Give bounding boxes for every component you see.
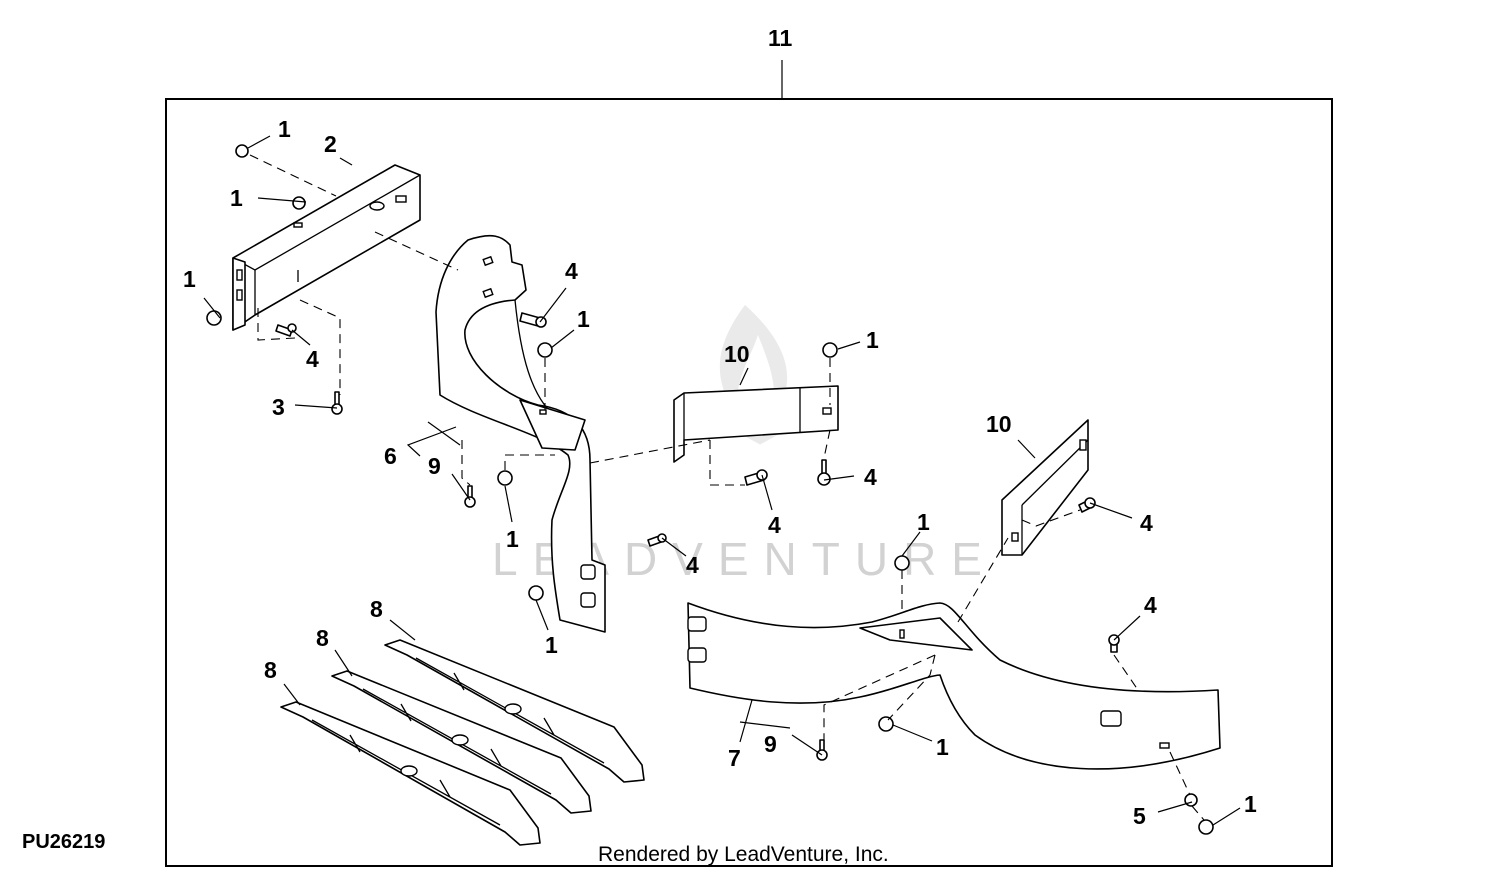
callout-8: 8 <box>316 625 329 651</box>
callout-1: 1 <box>278 116 291 142</box>
credit-text: Rendered by LeadVenture, Inc. <box>598 843 889 866</box>
callout-4: 4 <box>565 258 578 284</box>
baffle-part-7 <box>687 602 1221 770</box>
callout-4: 4 <box>1140 510 1153 536</box>
callout-1: 1 <box>230 185 243 211</box>
callout-1: 1 <box>577 306 590 332</box>
nuts <box>206 144 1214 835</box>
blade-part-8-back <box>384 639 645 783</box>
blade-part-8-middle <box>331 670 592 814</box>
callout-10: 10 <box>986 411 1012 437</box>
baffle-part-6 <box>435 234 606 633</box>
leader-lines <box>203 135 1241 826</box>
callout-5: 5 <box>1133 803 1146 829</box>
callout-1: 1 <box>866 327 879 353</box>
callout-4: 4 <box>1144 592 1157 618</box>
callout-3: 3 <box>272 394 285 420</box>
callout-4: 4 <box>306 346 319 372</box>
callout-8: 8 <box>264 657 277 683</box>
bracket-part-10-upper <box>673 385 839 463</box>
callout-1: 1 <box>506 526 519 552</box>
callout-1: 1 <box>545 632 558 658</box>
callout-1: 1 <box>183 266 196 292</box>
callout-4: 4 <box>768 512 781 538</box>
callout-10: 10 <box>724 341 750 367</box>
bracket-part-2 <box>232 164 421 331</box>
callout-6: 6 <box>384 443 397 469</box>
assembly-frame <box>165 98 1333 867</box>
callout-assembly: 11 <box>768 25 793 51</box>
callout-2: 2 <box>324 131 337 157</box>
bracket-part-10-lower <box>1001 419 1089 556</box>
callout-1: 1 <box>917 509 930 535</box>
blade-part-8-front <box>280 701 541 846</box>
assembly-dashed-lines <box>249 154 1205 821</box>
callout-7: 7 <box>728 745 741 771</box>
callout-9: 9 <box>764 731 777 757</box>
callout-4: 4 <box>864 464 877 490</box>
figure-id: PU26219 <box>22 831 106 853</box>
callout-8: 8 <box>370 596 383 622</box>
callout-1: 1 <box>1244 791 1257 817</box>
callout-4: 4 <box>686 552 699 578</box>
callout-9: 9 <box>428 453 441 479</box>
callout-1: 1 <box>936 734 949 760</box>
